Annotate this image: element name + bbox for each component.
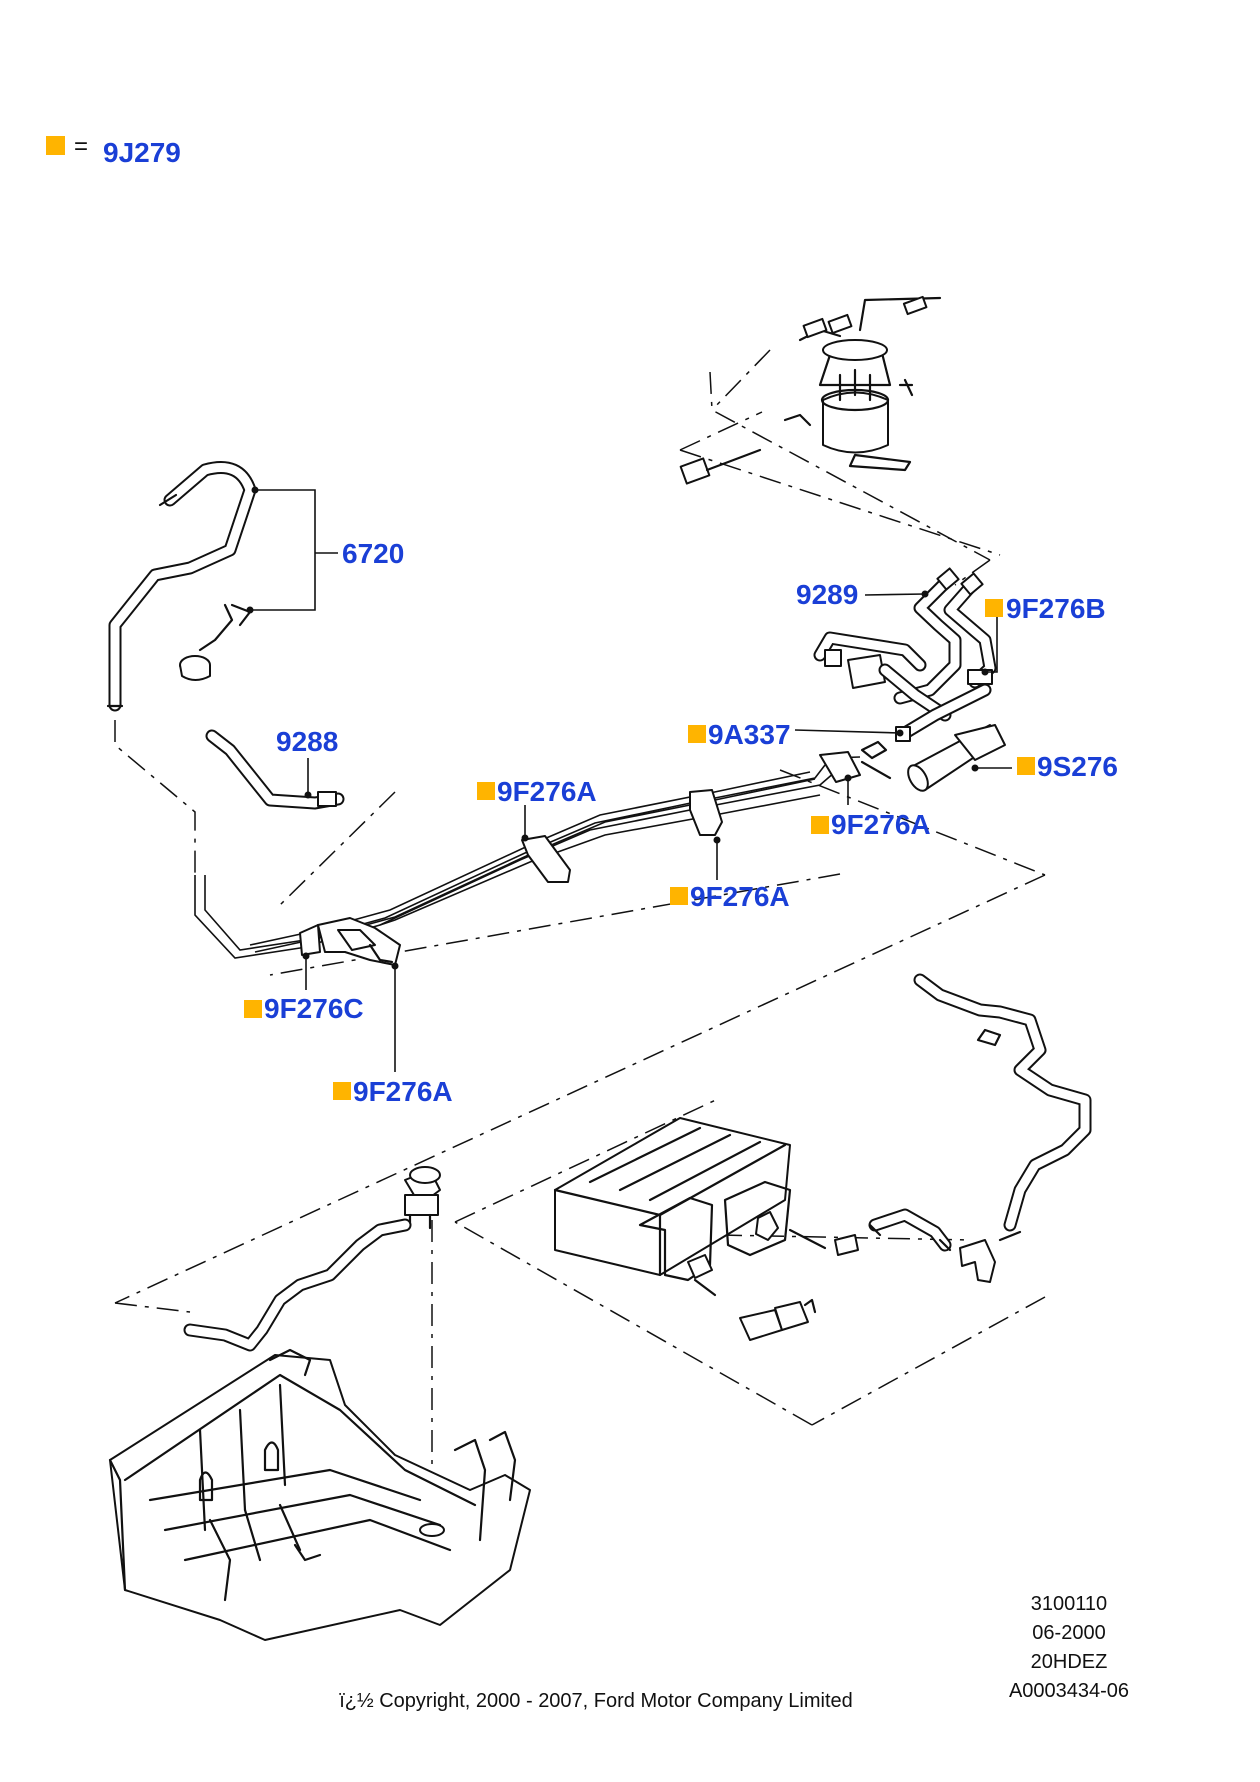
evap-hose-assembly <box>834 973 1092 1283</box>
label-9F276A-top: 9F276A <box>497 776 597 807</box>
legend-marker <box>46 136 65 155</box>
fuel-pump-module <box>679 295 942 485</box>
marker-9F276A-top <box>477 782 495 800</box>
label-9F276A-right: 9F276A <box>831 809 931 840</box>
label-9288: 9288 <box>276 726 338 757</box>
part-9289-tube-assembly <box>813 567 997 742</box>
label-9A337: 9A337 <box>708 719 791 750</box>
marker-9F276A-mid <box>670 887 688 905</box>
part-9S276-filter <box>907 724 1006 792</box>
label-9S276: 9S276 <box>1037 751 1118 782</box>
reference-line-2: 06-2000 <box>1032 1622 1105 1644</box>
marker-9A337 <box>688 725 706 743</box>
copyright-notice: ï¿½ Copyright, 2000 - 2007, Ford Motor C… <box>339 1690 853 1712</box>
callout-markers <box>244 599 1035 1100</box>
label-6720: 6720 <box>342 538 404 569</box>
label-9289: 9289 <box>796 579 858 610</box>
purge-valve-hose <box>183 1166 441 1352</box>
part-6720-hose <box>106 461 257 712</box>
label-9F276A-bottom: 9F276A <box>353 1076 453 1107</box>
label-9F276C: 9F276C <box>264 993 364 1024</box>
part-9288-tube <box>205 729 345 810</box>
reference-line-3: 20HDEZ <box>1031 1651 1108 1673</box>
assembly-dashed-lines <box>114 349 1046 1475</box>
charcoal-canister <box>553 1117 827 1341</box>
reference-line-1: 3100110 <box>1031 1593 1107 1615</box>
marker-9F276A-right <box>811 816 829 834</box>
reference-line-4: A0003434-06 <box>1009 1680 1129 1702</box>
marker-9F276C <box>244 1000 262 1018</box>
label-9F276A-mid: 9F276A <box>690 881 790 912</box>
marker-9F276B <box>985 599 1003 617</box>
legend-equals: = <box>74 133 88 160</box>
marker-9S276 <box>1017 757 1035 775</box>
reference-block: 3100110 06-2000 20HDEZ A0003434-06 <box>1009 1593 1129 1702</box>
marker-9F276A-bottom <box>333 1082 351 1100</box>
label-9F276B: 9F276B <box>1006 593 1106 624</box>
main-fuel-line-bundle <box>194 740 892 966</box>
fuel-tank <box>108 1348 531 1641</box>
part-labels: 6720 9288 9289 9F276B 9A337 9S276 9F276A… <box>264 538 1118 1107</box>
legend-code: 9J279 <box>103 137 181 168</box>
leader-lines <box>246 486 1012 1072</box>
legend: = 9J279 <box>46 133 181 168</box>
